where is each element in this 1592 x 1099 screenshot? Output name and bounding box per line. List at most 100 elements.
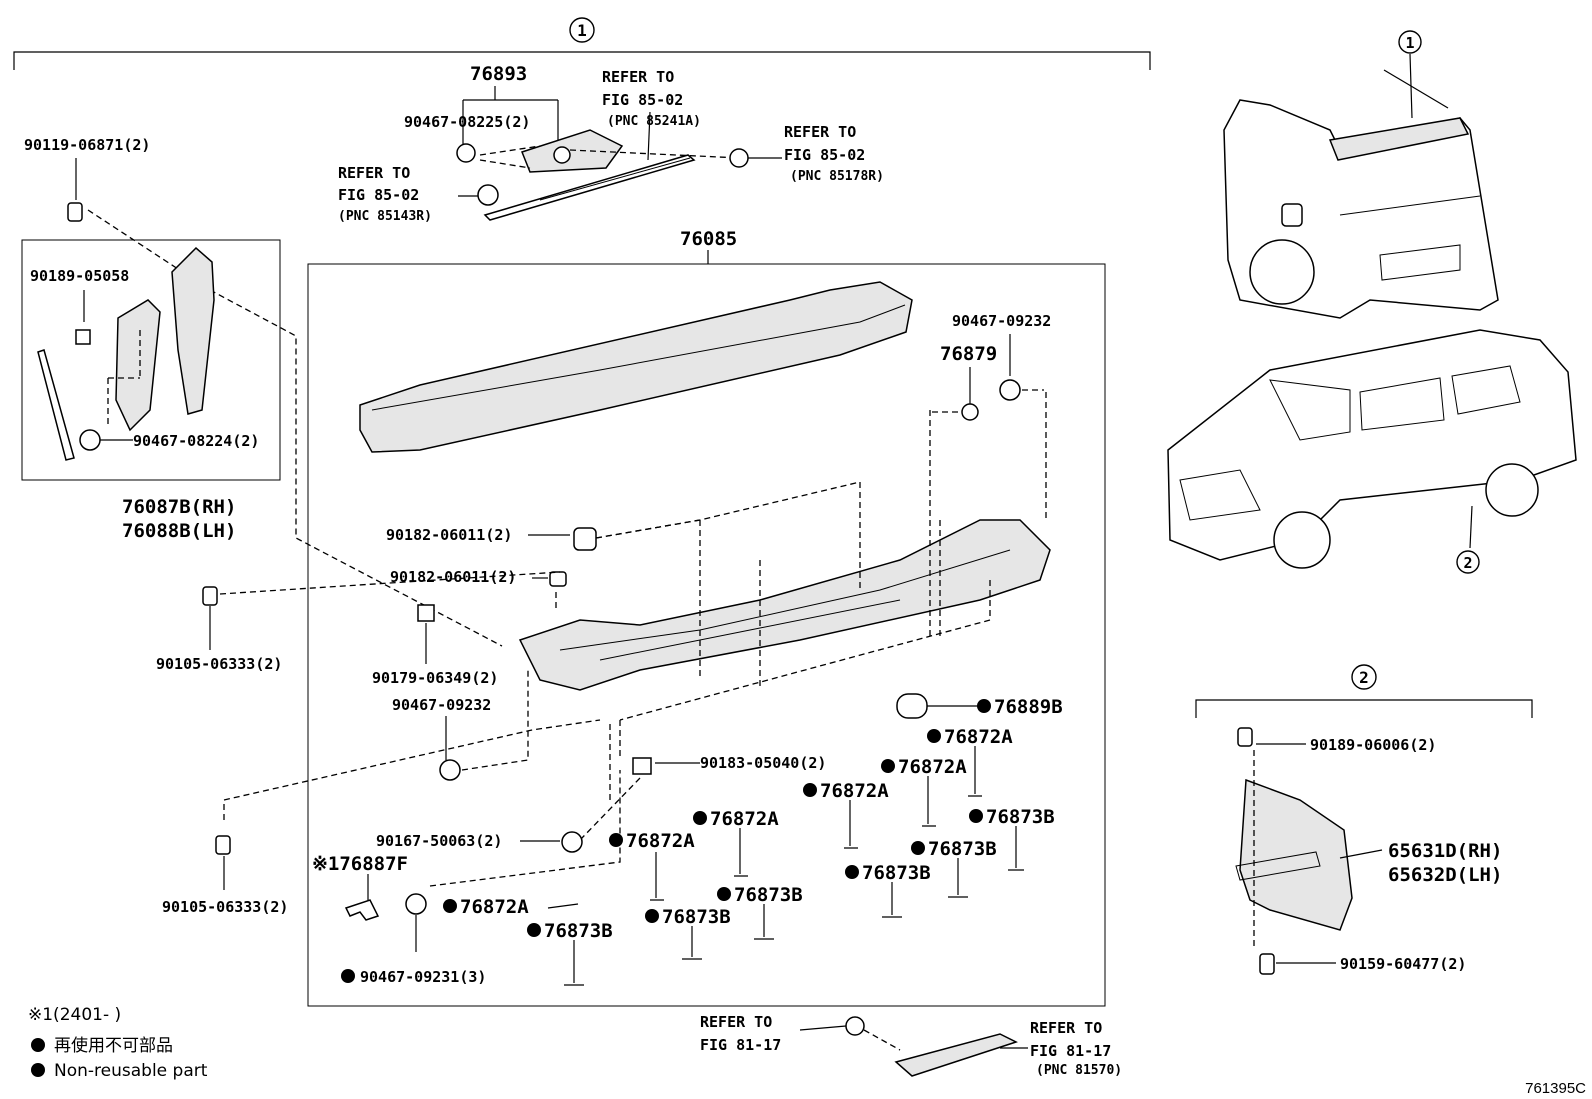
nonreusable-dot-icon <box>803 783 817 797</box>
clip-icon <box>417 604 435 622</box>
legend-nonreusable-en: Non-reusable part <box>54 1061 208 1081</box>
grommet-icon <box>405 893 427 915</box>
stop-lamp-refs: REFER TO FIG 81-17 REFER TO FIG 81-17 (P… <box>700 1013 1122 1078</box>
fasteners-right-top: 90467-09232 76879 <box>930 312 1051 421</box>
label-76873b-1: 76873B <box>986 806 1055 828</box>
label-76872a-4: 76872A <box>710 808 779 830</box>
stop-lamp-shape <box>894 1033 1018 1077</box>
nonreusable-dot-icon <box>527 923 541 937</box>
grommet-icon <box>456 143 476 163</box>
spoiler-upper-shape <box>359 281 913 453</box>
ref-bl-1: REFER TO <box>700 1013 772 1031</box>
label-76872a-3: 76872A <box>820 780 889 802</box>
label-76887f: ※176887F <box>312 853 408 875</box>
ref-tl-3: (PNC 85241A) <box>607 114 701 129</box>
nut-icon <box>477 184 499 206</box>
garnish-inset: 90189-05058 90467-08224(2) 76087B(RH) 76… <box>21 239 281 542</box>
garnish-strip-shape <box>37 349 75 461</box>
label-76873b-5: 76873B <box>662 906 731 928</box>
nut-icon <box>729 148 749 168</box>
label-90467-09231: 90467-09231(3) <box>360 968 486 986</box>
fasteners-left: 90182-06011(2) 90182-06011(2) 90105-0633… <box>156 519 701 916</box>
screw-icon <box>1259 953 1275 975</box>
vehicle-front-view: 2 <box>1167 329 1577 574</box>
label-76872a-2: 76872A <box>898 756 967 778</box>
nonreusable-dot-icon <box>845 865 859 879</box>
seal-icon <box>896 693 928 719</box>
bolt-icon <box>215 835 231 855</box>
label-90182-06011-b: 90182-06011(2) <box>390 568 516 586</box>
label-90159-60477: 90159-60477(2) <box>1340 955 1466 973</box>
spoiler-box: 76085 <box>307 228 1106 1007</box>
garnish-bracket-shape <box>115 299 161 432</box>
label-76893: 76893 <box>470 63 527 85</box>
legend: ※1(2401- ) 再使用不可部品 Non-reusable part <box>28 1005 208 1081</box>
bolt-icon <box>202 586 218 606</box>
nonreusable-dot-icon <box>693 811 707 825</box>
wheel-icon <box>1249 239 1315 305</box>
bolt-icon <box>67 202 83 222</box>
group2-callout-car: 2 <box>1463 554 1472 572</box>
spoiler-lower-shape <box>518 519 1051 691</box>
nonreusable-dot-icon <box>609 833 623 847</box>
label-90183-05040: 90183-05040(2) <box>700 754 826 772</box>
label-65631d: 65631D(RH) <box>1388 840 1502 862</box>
ref-br-2: FIG 81-17 <box>1030 1042 1111 1060</box>
label-90105-06333-b: 90105-06333(2) <box>162 898 288 916</box>
label-90119-06871: 90119-06871(2) <box>24 136 150 154</box>
label-90182-06011-a: 90182-06011(2) <box>386 526 512 544</box>
group1-callout: 1 <box>577 21 587 40</box>
label-76087b: 76087B(RH) <box>122 496 236 518</box>
label-90467-08224: 90467-08224(2) <box>133 432 259 450</box>
clip-icon <box>344 899 380 921</box>
ref-bl-2: FIG 81-17 <box>700 1036 781 1054</box>
ref-tl-2: FIG 85-02 <box>602 91 683 109</box>
nonreusable-dot-icon <box>717 887 731 901</box>
wiper-pivot-cap <box>553 146 571 164</box>
van-rear-spoiler-shape <box>1328 117 1470 161</box>
wheel-icon <box>1273 511 1331 569</box>
vehicle-rear-view: 1 <box>1223 30 1499 319</box>
grommet-icon <box>439 759 461 781</box>
ref-tr-1: REFER TO <box>784 123 856 141</box>
nonreusable-dot-icon <box>881 759 895 773</box>
label-90189-05058: 90189-05058 <box>30 267 129 285</box>
clip-icon <box>1237 727 1253 747</box>
nonreusable-dot-icon <box>31 1063 45 1077</box>
nut-icon <box>573 527 597 551</box>
ref-tr-2: FIG 85-02 <box>784 146 865 164</box>
label-76873b-4: 76873B <box>734 884 803 906</box>
label-76872a-6: 76872A <box>460 896 529 918</box>
label-90467-09232-top: 90467-09232 <box>952 312 1051 330</box>
fuel-lid-icon <box>1281 203 1303 227</box>
legend-note: ※1(2401- ) <box>28 1005 121 1025</box>
grommet-icon <box>561 831 583 853</box>
van-front-body-shape <box>1167 329 1577 561</box>
label-76889b: 76889B <box>994 696 1063 718</box>
label-76873b-6: 76873B <box>544 920 613 942</box>
nonreusable-dot-icon <box>911 841 925 855</box>
label-65632d: 65632D(LH) <box>1388 864 1502 886</box>
clip-icon <box>632 757 652 775</box>
label-76873b-3: 76873B <box>862 862 931 884</box>
label-90105-06333-a: 90105-06333(2) <box>156 655 282 673</box>
ref-br-1: REFER TO <box>1030 1019 1102 1037</box>
group1-callout-car: 1 <box>1405 34 1414 52</box>
legend-nonreusable-ja: 再使用不可部品 <box>54 1035 173 1056</box>
nonreusable-dot-icon <box>31 1038 45 1052</box>
group2-callout: 2 <box>1359 668 1369 687</box>
label-90179-06349: 90179-06349(2) <box>372 669 498 687</box>
nonreusable-dot-icon <box>977 699 991 713</box>
label-76872a-5: 76872A <box>626 830 695 852</box>
clip-icon <box>79 429 101 451</box>
ref-l-2: FIG 85-02 <box>338 186 419 204</box>
fasteners-lower-center: 90183-05040(2) 90167-50063(2) ※176887F 9… <box>312 720 826 986</box>
clip-icon <box>75 329 91 345</box>
garnish-rh-shape <box>171 246 215 415</box>
ref-br-3: (PNC 81570) <box>1036 1063 1122 1078</box>
grommet-icon <box>999 379 1021 401</box>
ref-l-3: (PNC 85143R) <box>338 209 432 224</box>
ref-tl-1: REFER TO <box>602 68 674 86</box>
nonreusable-dot-icon <box>341 969 355 983</box>
